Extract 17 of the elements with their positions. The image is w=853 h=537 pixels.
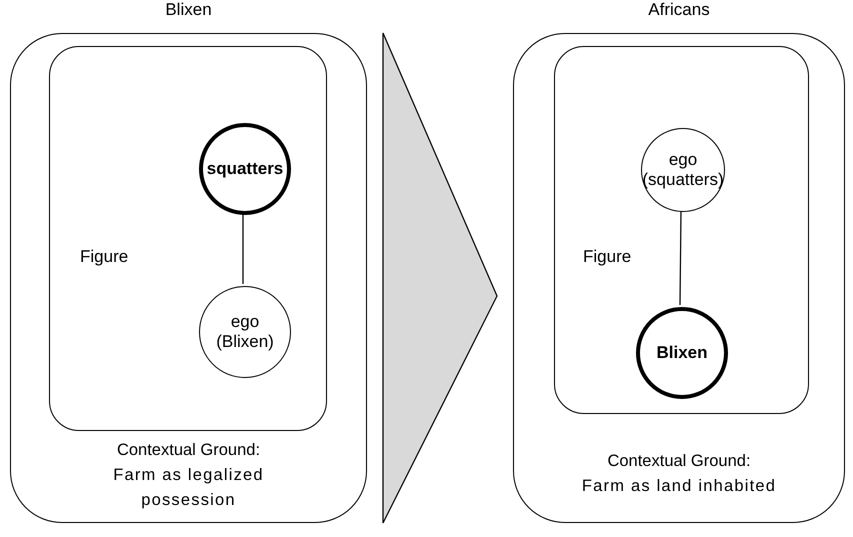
ground-caption: Contextual Ground: bbox=[116, 440, 260, 461]
ground-caption: Farm as legalized possession bbox=[112, 465, 265, 511]
emphasized-circle: Blixen bbox=[636, 307, 728, 399]
figure-frame bbox=[49, 46, 327, 431]
emphasized-circle: squatters bbox=[199, 123, 291, 215]
group-heading: Blixen bbox=[164, 0, 213, 20]
ground-caption: Contextual Ground: bbox=[607, 451, 751, 472]
circle: ego (squatters) bbox=[641, 128, 725, 212]
connector-line bbox=[679, 210, 682, 305]
connector-line bbox=[242, 213, 244, 284]
figure-label: Figure bbox=[80, 247, 128, 267]
figure-label: Figure bbox=[583, 247, 632, 267]
transition-chevron bbox=[382, 32, 498, 524]
ground-caption: Farm as land inhabited bbox=[582, 476, 776, 497]
group-heading: Africans bbox=[647, 0, 711, 20]
circle: ego (Blixen) bbox=[199, 286, 291, 378]
figure-frame bbox=[554, 46, 809, 414]
